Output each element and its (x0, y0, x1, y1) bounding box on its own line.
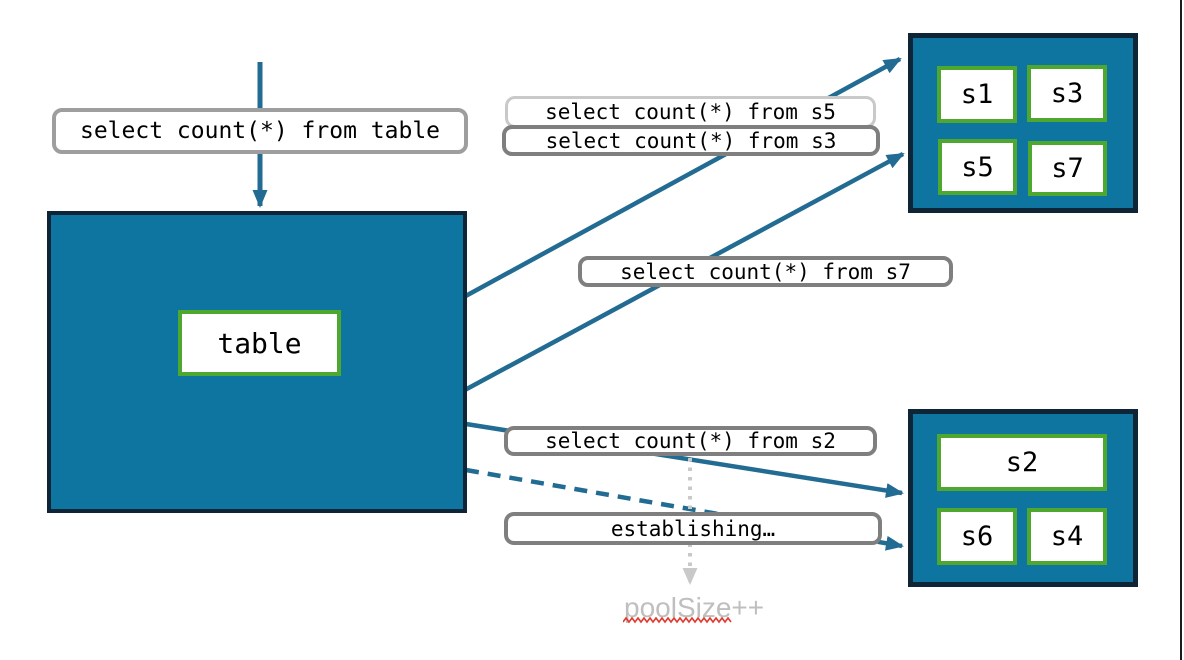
query-label-s3-text: select count(*) from s3 (545, 128, 837, 153)
query-label-s5: select count(*) from s5 (505, 96, 876, 128)
shard-s7-label: s7 (1051, 153, 1084, 184)
shard-s3: s3 (1027, 65, 1107, 122)
slide-edge-line (1180, 0, 1182, 660)
shard-s3-label: s3 (1050, 78, 1084, 109)
shard-s1-label: s1 (960, 79, 994, 110)
query-label-s7-text: select count(*) from s7 (620, 259, 911, 284)
shard-s2: s2 (937, 434, 1107, 491)
shard-s6-label: s6 (960, 521, 994, 552)
shard-s1: s1 (937, 66, 1017, 123)
query-label-s2: select count(*) from s2 (504, 426, 877, 456)
shard-s2-label: s2 (1005, 447, 1039, 478)
query-label-s5-text: select count(*) from s5 (545, 100, 836, 124)
poolsize-note-text: poolSize++ (624, 592, 765, 623)
table-chip-label: table (217, 326, 302, 360)
query-label-s3: select count(*) from s3 (502, 125, 880, 156)
shard-s6: s6 (937, 508, 1017, 565)
shard-s4: s4 (1027, 508, 1107, 565)
query-label-s7: select count(*) from s7 (578, 256, 953, 287)
shard-s5-label: s5 (961, 151, 994, 183)
status-label-establishing: establishing… (504, 512, 882, 545)
query-label-s2-text: select count(*) from s2 (545, 429, 836, 453)
status-label-establishing-text: establishing… (610, 516, 776, 541)
shard-s4-label: s4 (1050, 521, 1084, 552)
spellcheck-squiggle (623, 616, 732, 624)
table-chip: table (178, 310, 341, 376)
shard-s5: s5 (938, 139, 1017, 195)
shard-s7: s7 (1028, 141, 1107, 196)
query-label-table-text: select count(*) from table (79, 118, 441, 144)
query-label-table: select count(*) from table (52, 108, 468, 154)
poolsize-note: poolSize++ (624, 592, 764, 624)
arrow-table-to-bottom-pool-dashed (465, 467, 904, 551)
